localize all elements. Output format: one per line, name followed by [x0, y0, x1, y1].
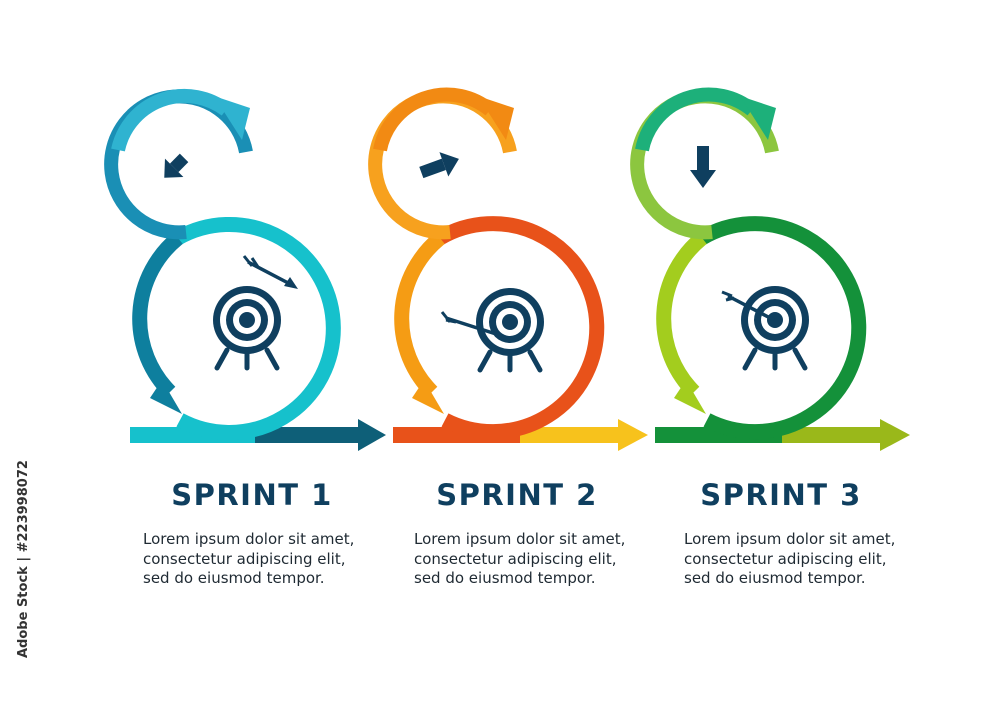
sprint-1-base-arrowhead [358, 419, 386, 451]
sprint-1-big-loop-dark [132, 232, 183, 398]
sprint-3-small-arrowhead [740, 96, 776, 140]
stock-id-stamp: Adobe Stock | #223998072 [14, 460, 34, 660]
target-arrow-left-icon [440, 288, 544, 370]
sprint-3-base-arrowhead [880, 419, 910, 451]
sprint-2-small-loop-top [373, 87, 495, 152]
sprint-2-small-arrowhead [478, 96, 514, 140]
sprint-2-big-loop-light [394, 232, 445, 398]
sprint-1-small-arrowhead [214, 96, 250, 140]
sprint-3-title: SPRINT 3 [700, 478, 862, 512]
sprint-1-description: Lorem ipsum dolor sit amet, consectetur … [143, 530, 355, 587]
sprint-2-big-arrowhead [412, 380, 444, 414]
arrow-right-icon [419, 152, 459, 179]
sprint-3-base-bar-light [782, 427, 882, 443]
sprint-2-base-arrowhead [618, 419, 648, 451]
sprint-2-title: SPRINT 2 [436, 478, 598, 512]
sprint-1-small-loop-top [111, 88, 231, 152]
sprint-3-description: Lorem ipsum dolor sit amet, consectetur … [684, 530, 896, 587]
sprint-1-big-loop [174, 216, 341, 440]
arrow-down-left-icon [164, 153, 189, 178]
sprint-2-big-loop [436, 216, 605, 440]
target-arrow-hit-icon [721, 286, 809, 368]
sprint-1-title: SPRINT 1 [171, 478, 333, 512]
arrow-down-icon [690, 146, 716, 188]
sprint-1-base-bar-dark [255, 427, 360, 443]
sprint-2-description: Lorem ipsum dolor sit amet, consectetur … [414, 530, 626, 587]
sprint-2-graphic [368, 87, 648, 451]
sprint-3-graphic [630, 87, 910, 451]
stock-id-text: Adobe Stock | #223998072 [16, 460, 31, 658]
sprint-3-big-loop-light [656, 232, 707, 398]
sprint-1-graphic [104, 88, 386, 451]
sprint-1-big-arrowhead [150, 380, 182, 414]
sprint-3-small-loop-top [635, 87, 757, 152]
sprint-2-base-bar-light [520, 427, 620, 443]
target-arrow-above-icon [213, 255, 298, 368]
sprint-3-big-loop [698, 216, 867, 440]
sprint-3-big-arrowhead [674, 380, 706, 414]
